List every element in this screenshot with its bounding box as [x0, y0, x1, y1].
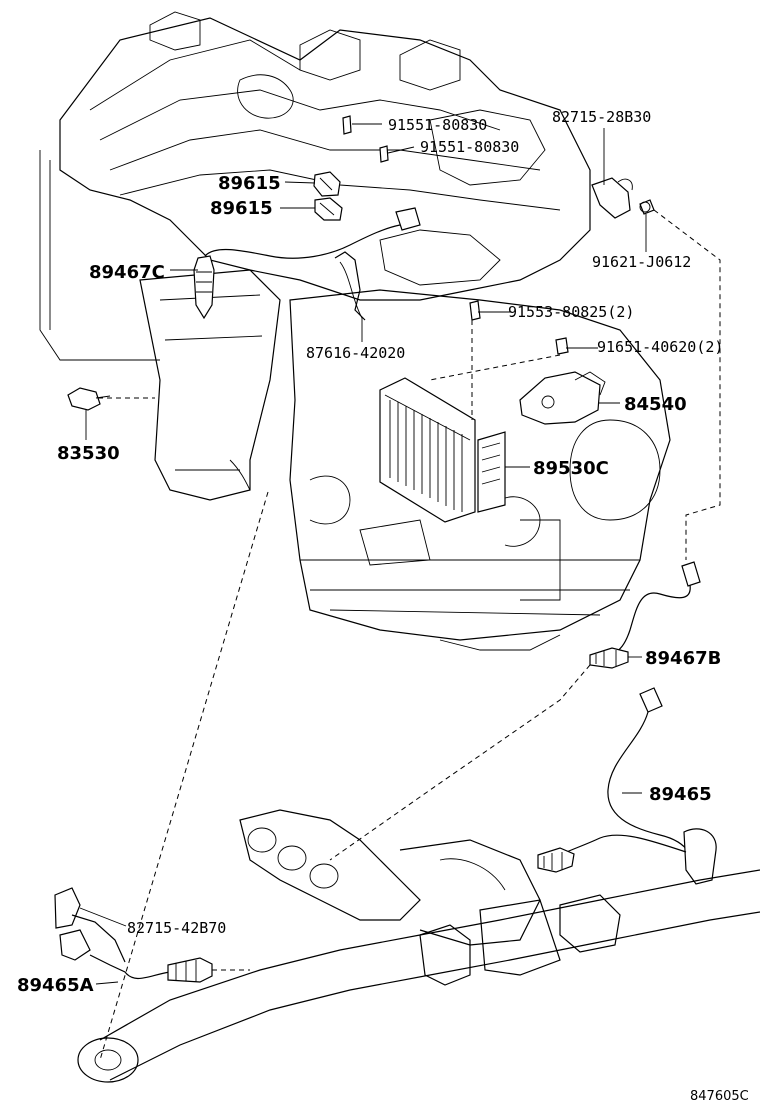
label-83530: 83530: [57, 443, 120, 464]
bracket-upper: [591, 177, 633, 219]
bolts: [342, 115, 655, 355]
label-89465: 89465: [649, 784, 712, 805]
oxygen-sensor-c: [193, 207, 421, 321]
label-89467c: 89467C: [89, 262, 165, 283]
label-82715-28b30: 82715-28B30: [552, 108, 651, 126]
label-89530c: 89530C: [533, 458, 609, 479]
leader-lines: [79, 123, 647, 985]
ecu-module: [379, 377, 506, 523]
label-91651-40620: 91651-40620(2): [597, 338, 723, 356]
label-89465a: 89465A: [17, 975, 94, 996]
oil-pressure-switch: [67, 387, 111, 411]
figure-reference: 847605C: [690, 1089, 749, 1104]
label-91553-80825: 91553-80825(2): [508, 303, 634, 321]
oxygen-sensor-rear: [537, 687, 717, 885]
oxygen-sensor-a: [54, 887, 213, 983]
label-87616-42020: 87616-42020: [306, 344, 405, 362]
knock-sensors: [313, 171, 343, 221]
label-91621-j0612: 91621-J0612: [592, 253, 691, 271]
exhaust-manifold-rear: [77, 809, 760, 1083]
dashed-connection-lines: [98, 209, 721, 1061]
neutral-start-switch: [519, 371, 606, 425]
label-82715-42b70: 82715-42B70: [127, 919, 226, 937]
label-89615-a: 89615: [218, 173, 281, 194]
label-91551-b: 91551-80830: [420, 138, 519, 156]
label-89467b: 89467B: [645, 648, 721, 669]
label-84540: 84540: [624, 394, 687, 415]
label-89615-b: 89615: [210, 198, 273, 219]
label-91551-a: 91551-80830: [388, 116, 487, 134]
oxygen-sensor-b: [589, 561, 701, 669]
transaxle-assembly: [289, 289, 671, 651]
